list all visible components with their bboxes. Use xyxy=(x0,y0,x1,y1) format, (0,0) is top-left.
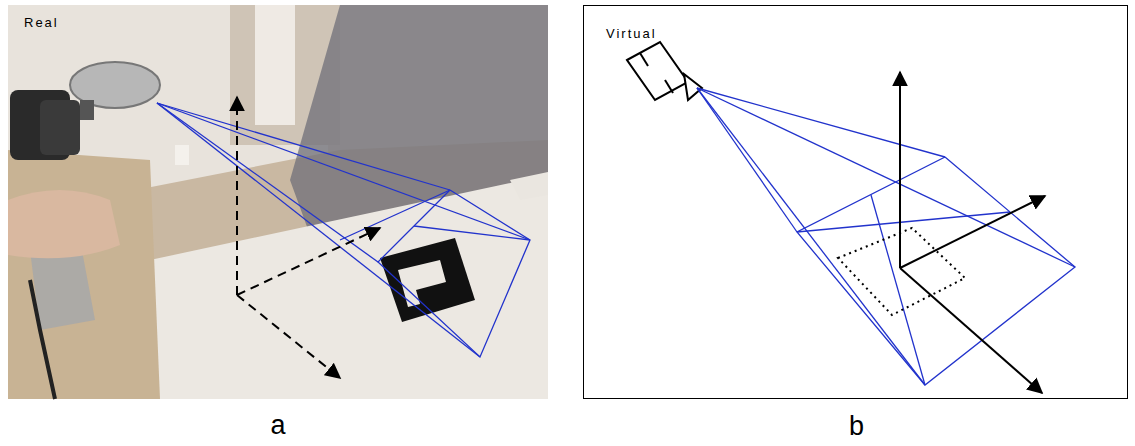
photo-scene xyxy=(8,5,548,399)
panel-label: Real xyxy=(22,15,61,30)
panel-caption: b xyxy=(849,411,864,442)
photo-panel: Reala xyxy=(8,5,548,399)
virtual-axes xyxy=(900,72,1045,393)
virtual-frustum xyxy=(697,88,1075,385)
panel-label: Virtual xyxy=(606,26,657,41)
panel-caption: a xyxy=(270,410,285,441)
marker-outline xyxy=(838,228,965,315)
virtual-camera xyxy=(627,42,702,100)
world-axes xyxy=(237,97,380,378)
camera-frustum xyxy=(157,103,530,357)
virtual-panel: Virtualb xyxy=(583,5,1128,399)
